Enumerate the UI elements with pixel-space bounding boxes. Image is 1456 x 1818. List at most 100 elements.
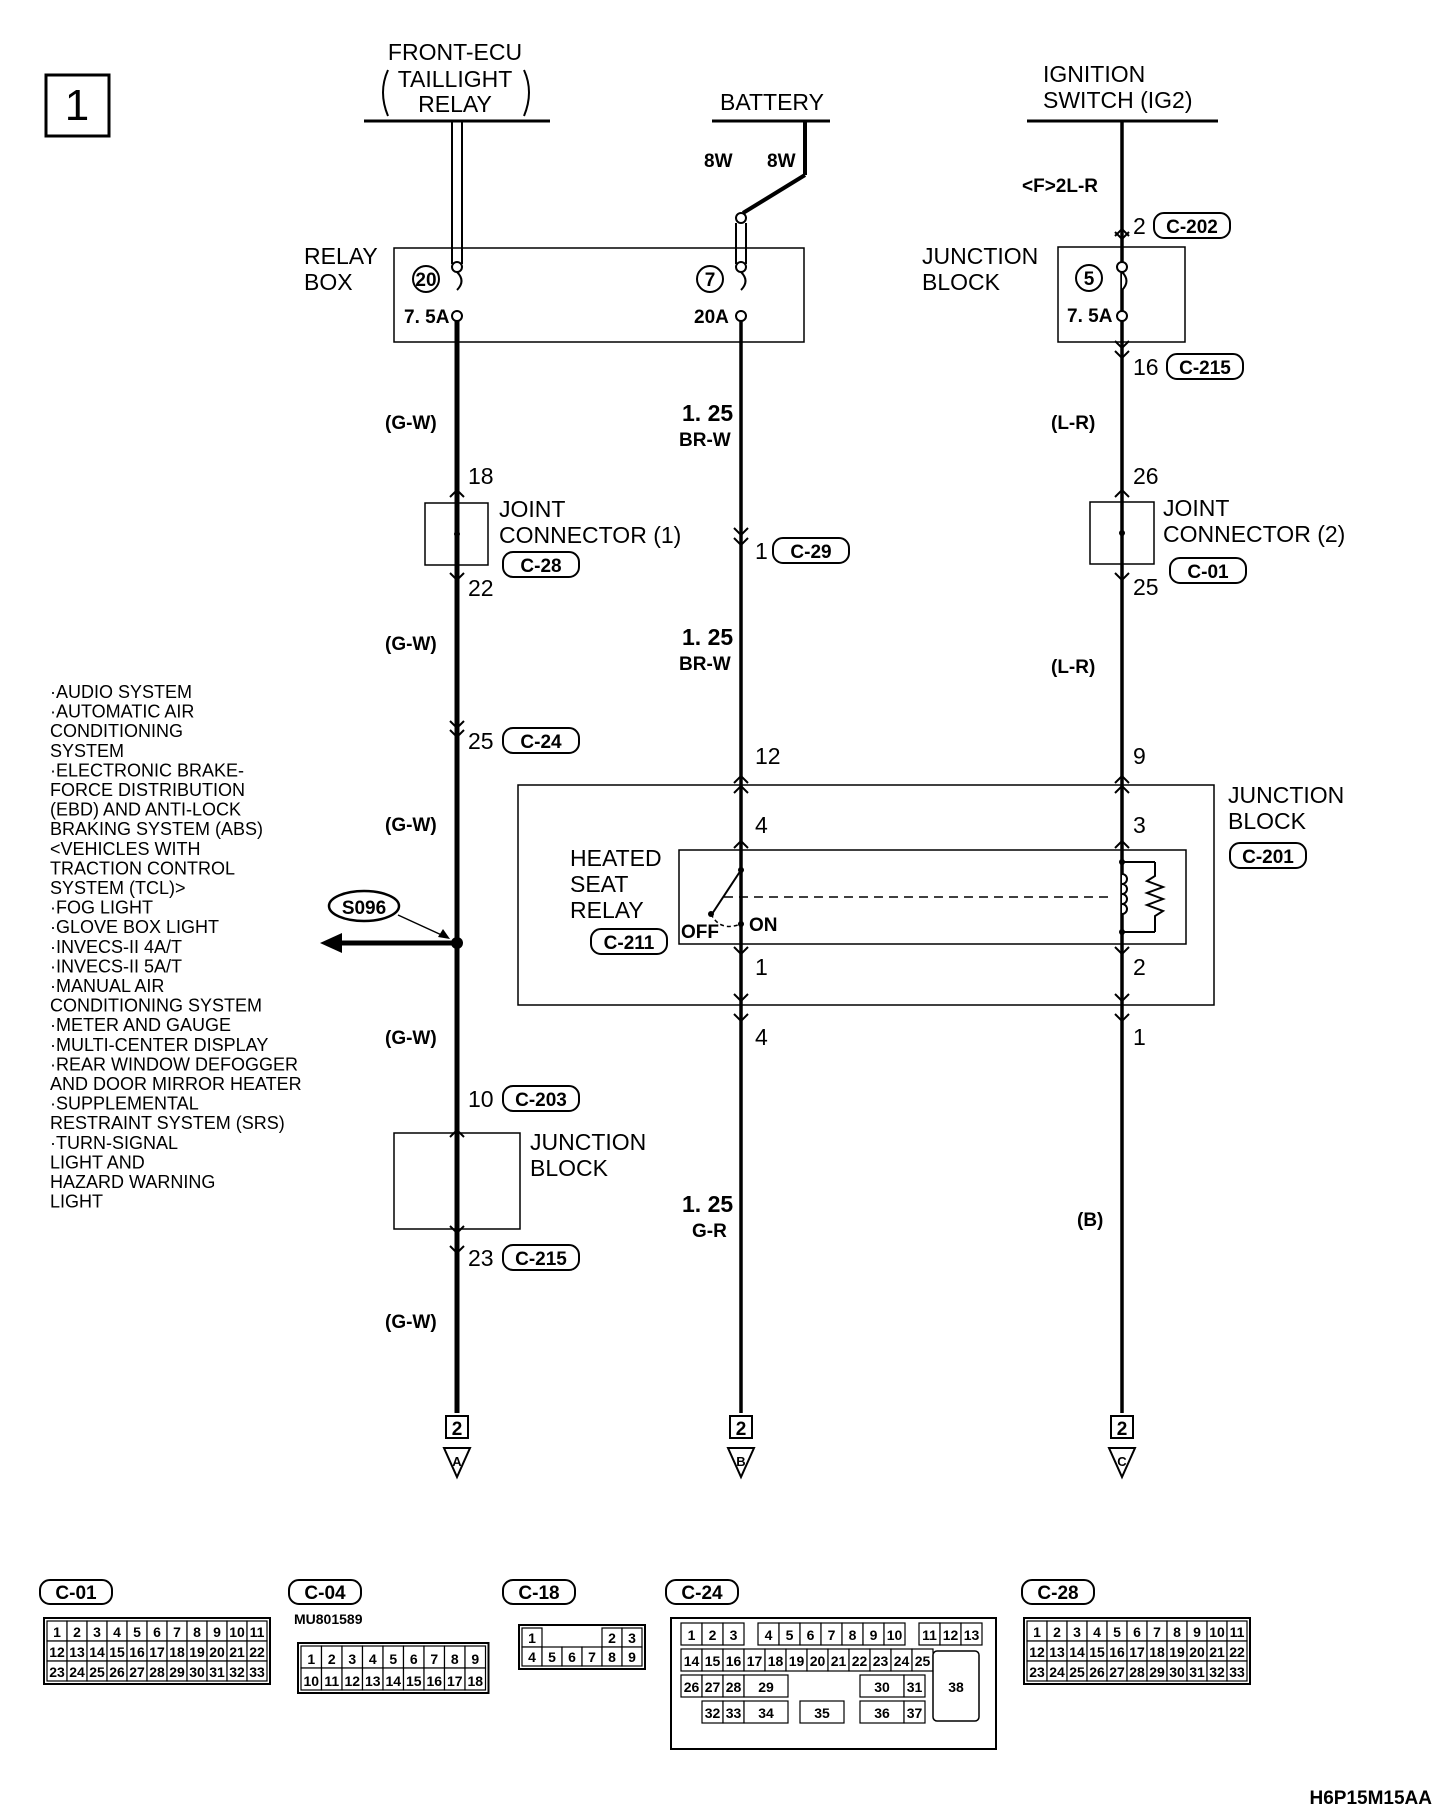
connector-pin: 26 (1089, 1664, 1105, 1680)
connector-pin: 11 (250, 1624, 265, 1640)
connector-mark (733, 993, 749, 1003)
connector-pin: 9 (213, 1624, 221, 1640)
connector-pin: 21 (831, 1653, 847, 1669)
system-item: SYSTEM (TCL)> (50, 878, 186, 898)
joint-connector-1 (424, 502, 489, 566)
connector-mark (1114, 993, 1130, 1003)
joint-connector-2 (1089, 501, 1155, 565)
source-ignition-switch: SWITCH (IG2) (1043, 87, 1193, 113)
connector-pin: 11 (324, 1673, 339, 1689)
connector-pin: 9 (471, 1651, 479, 1667)
connector-pin: 15 (705, 1653, 721, 1669)
connector-pin: 27 (129, 1664, 145, 1680)
connector-mark (733, 946, 749, 956)
pin-9: 9 (1133, 743, 1146, 769)
joint-connector-2-label: JOINT (1163, 495, 1229, 521)
connector-pin: 14 (385, 1673, 401, 1689)
connector-pin-cell (743, 1674, 789, 1698)
connector-pin: 9 (870, 1627, 878, 1643)
connector-pin: 21 (229, 1644, 245, 1660)
connector-tag-c203 (502, 1085, 580, 1112)
connector-mark (449, 1225, 465, 1235)
connector-c01: C-01 (1187, 562, 1229, 583)
junction-block-c201 (517, 784, 1215, 1006)
fuse-7-marker (696, 265, 724, 293)
fuse-7-rating: 20A (694, 307, 729, 328)
connector-pin: 12 (49, 1644, 65, 1660)
connector-pin: 10 (229, 1624, 245, 1640)
joint-connector-1-label: JOINT (499, 496, 565, 522)
system-item: ·INVECS-II 4A/T (50, 937, 182, 957)
source-relay: RELAY (418, 91, 492, 117)
connector-pin: 6 (807, 1627, 815, 1643)
system-item: SYSTEM (50, 741, 124, 761)
connector-tag-c28 (502, 551, 580, 578)
connector-pin: 38 (948, 1679, 964, 1695)
connector-pin: 19 (1169, 1644, 1185, 1660)
connector-mark (733, 784, 749, 794)
wire-color-lr-1: (L-R) (1051, 413, 1095, 434)
connector-pin: 7 (1153, 1624, 1161, 1640)
pin-25-right: 25 (1133, 574, 1159, 600)
connector-c29: C-29 (790, 542, 831, 563)
connector-pin: 5 (133, 1624, 141, 1640)
connector-pin: 1 (53, 1624, 61, 1640)
junction-block-lower-label-2: BLOCK (530, 1155, 609, 1181)
connector-mark (449, 488, 465, 498)
connector-pin: 17 (1129, 1644, 1145, 1660)
connector-pin: 4 (113, 1624, 121, 1640)
pin-10: 10 (468, 1086, 494, 1112)
wire-color-gr: G-R (692, 1221, 727, 1242)
connector-pin: 30 (1169, 1664, 1185, 1680)
connector-view-name: C-01 (55, 1583, 97, 1604)
connector-pin-cell (464, 1667, 487, 1691)
relay-resistor (1144, 862, 1166, 932)
pin-23: 23 (468, 1245, 494, 1271)
connector-pin: 25 (915, 1653, 931, 1669)
pin-16: 16 (1133, 354, 1159, 380)
systems-list: ·AUDIO SYSTEM·AUTOMATIC AIR CONDITIONING… (50, 682, 302, 1212)
relay-on-label: ON (749, 915, 778, 936)
connector-view-frame (518, 1624, 646, 1670)
continuation-a-page: 2 (452, 1419, 463, 1440)
connector-pin: 4 (528, 1649, 536, 1665)
connector-pin: 22 (249, 1644, 265, 1660)
connector-pin: 20 (1189, 1644, 1205, 1660)
system-item: FORCE DISTRIBUTION (50, 780, 245, 800)
relay-box (393, 247, 805, 343)
connector-pin-cell (883, 1622, 906, 1646)
connector-pin: 15 (109, 1644, 125, 1660)
junction-block-c201-label-2: BLOCK (1228, 808, 1307, 834)
connector-mark (733, 774, 749, 784)
junction-block-top (1057, 246, 1186, 343)
wire-size-brw-2: 1. 25 (682, 624, 733, 650)
connector-mark (449, 720, 465, 730)
connector-view-tag (288, 1579, 362, 1605)
wire-color-gw-3: (G-W) (385, 815, 437, 836)
connector-pin: 3 (628, 1630, 636, 1646)
connector-pin: 18 (169, 1644, 185, 1660)
junction-block-lower (393, 1132, 521, 1230)
system-item: ·AUTOMATIC AIR (50, 702, 194, 722)
wire-color-b: (B) (1077, 1210, 1103, 1231)
connector-mark (733, 527, 749, 537)
connector-mark (1114, 839, 1130, 849)
system-item: (EBD) AND ANTI-LOCK (50, 800, 241, 820)
connector-c215-b: C-215 (515, 1249, 567, 1270)
connector-pin: 5 (1113, 1624, 1121, 1640)
connector-pin: 23 (49, 1664, 65, 1680)
connector-c202: C-202 (1166, 217, 1218, 238)
wire-color-lr-2: (L-R) (1051, 657, 1095, 678)
splice-tag (327, 889, 401, 923)
battery-wire-right: 8W (767, 151, 796, 172)
connector-pin: 6 (410, 1651, 418, 1667)
connector-pin: 2 (608, 1630, 616, 1646)
continuation-c-page: 2 (1117, 1419, 1128, 1440)
connector-pin: 6 (1133, 1624, 1141, 1640)
paren-right (523, 69, 530, 117)
system-item: ·REAR WINDOW DEFOGGER (50, 1054, 298, 1074)
connector-pin: 17 (149, 1644, 165, 1660)
connector-pin: 16 (726, 1653, 742, 1669)
